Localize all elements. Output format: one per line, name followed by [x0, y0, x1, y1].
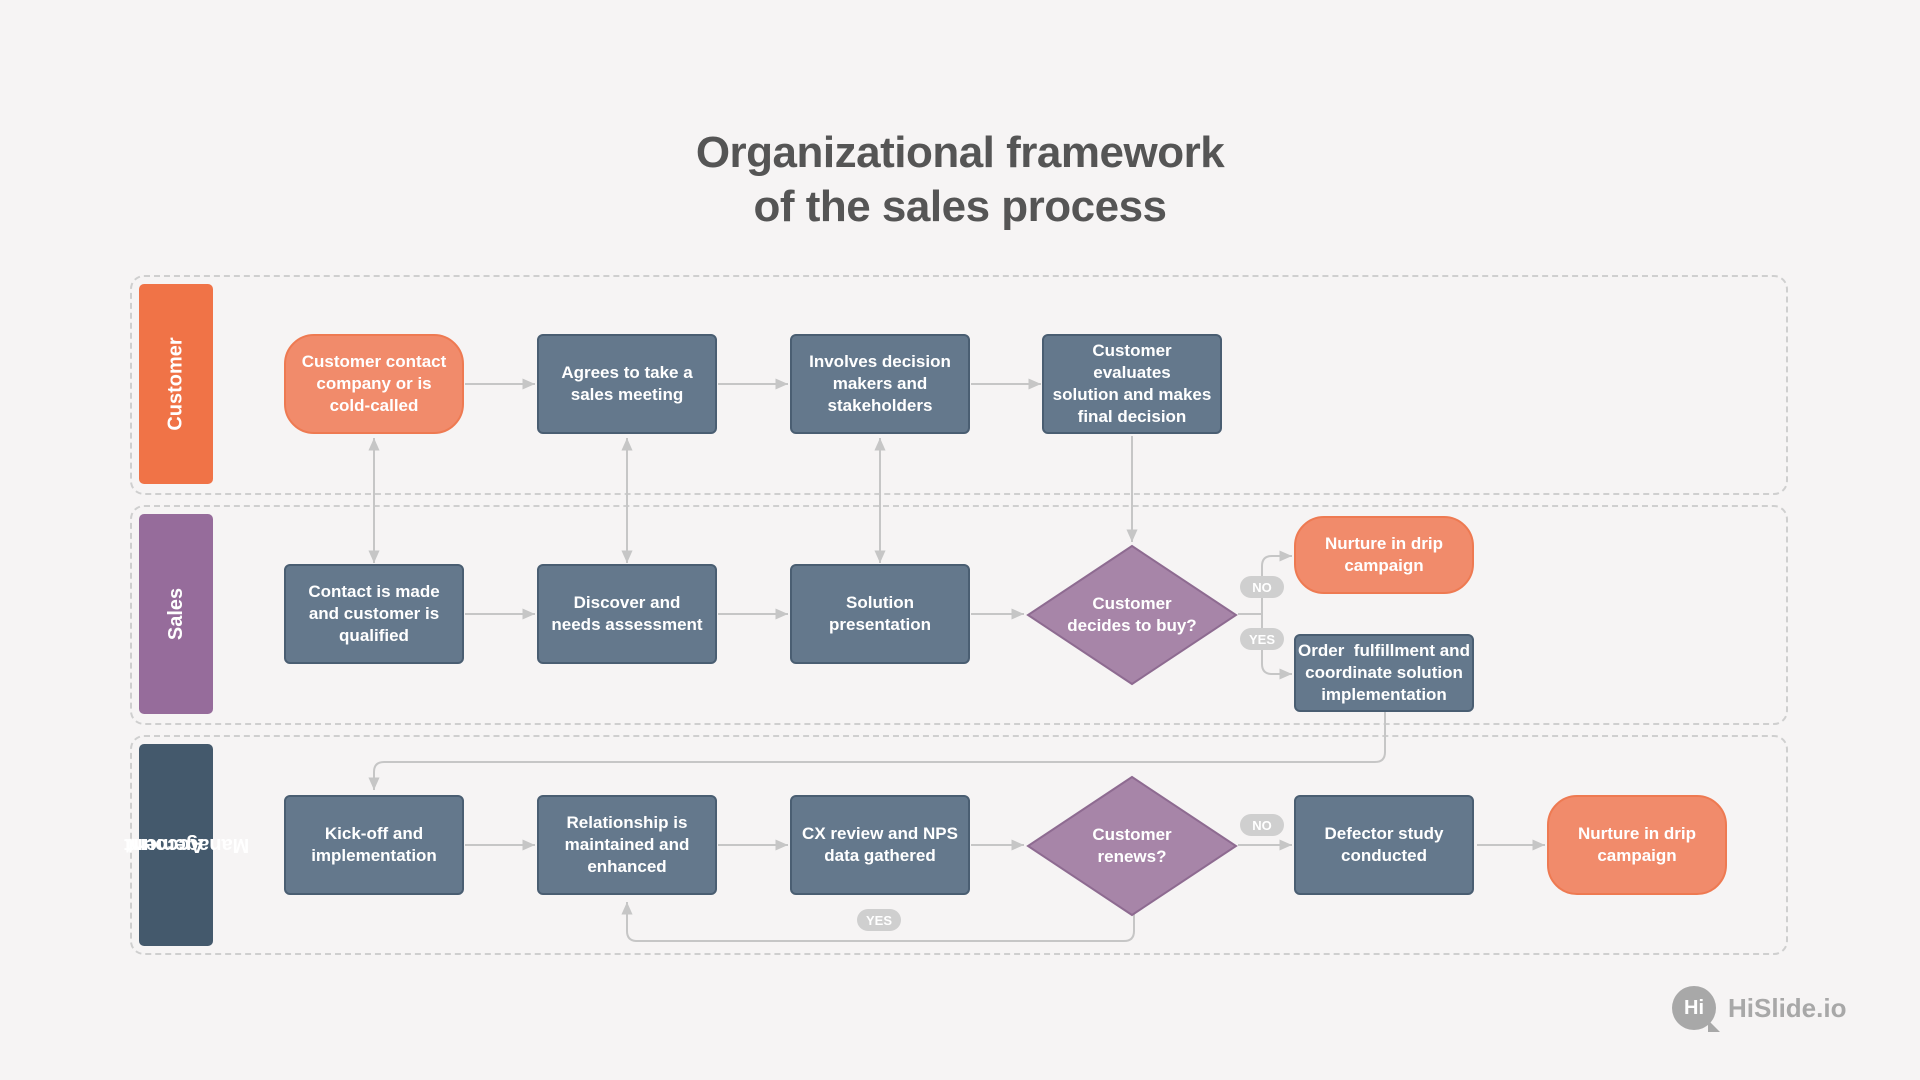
- discover-line-1: Discover and: [573, 593, 681, 612]
- customer-contact-line-2: company or is: [316, 374, 432, 393]
- customer-lane: [130, 275, 1788, 495]
- arrow-order-to-kickoff: [368, 712, 1386, 790]
- node-solution-presentation: Solution presentation: [790, 564, 970, 664]
- decides-to-buy-label: Customer decides to buy?: [1042, 565, 1222, 665]
- account-management-lane-label: Account Management: [124, 744, 249, 946]
- kickoff-line-1: Kick-off and: [324, 824, 424, 843]
- defector-study-line-2: conducted: [1341, 846, 1427, 865]
- title-line-2: of the sales process: [753, 182, 1167, 231]
- decides-to-buy-diamond: [1026, 544, 1238, 686]
- yes-renew-label: YES: [857, 909, 901, 931]
- relationship-line-1: Relationship is: [566, 813, 688, 832]
- no-renew-label: NO: [1240, 814, 1284, 836]
- order-fulfillment-line-1: Order fulfillment and: [1298, 641, 1470, 660]
- title-line-1: Organizational framework: [695, 128, 1225, 177]
- hislide-brand: Hi HiSlide.io: [1672, 986, 1847, 1032]
- arrow-decision-no: [1238, 550, 1292, 615]
- defector-study-line-1: Defector study: [1324, 824, 1444, 843]
- involves-decision-line-2: makers and: [832, 374, 928, 393]
- kickoff-line-2: implementation: [311, 846, 437, 865]
- order-fulfillment-line-3: implementation: [1321, 685, 1447, 704]
- node-discover: Discover and needs assessment: [537, 564, 717, 664]
- customer-renews-diamond: [1026, 775, 1238, 917]
- nurture-drip-1-line-2: campaign: [1344, 556, 1424, 575]
- node-customer-contact: Customer contact company or is cold-called: [284, 334, 464, 434]
- involves-decision-line-3: stakeholders: [827, 396, 933, 415]
- node-cx-review: CX review and NPS data gathered: [790, 795, 970, 895]
- node-nurture-drip-1: Nurture in drip campaign: [1294, 516, 1474, 594]
- node-defector-study: Defector study conducted: [1294, 795, 1474, 895]
- hislide-logo-icon: Hi: [1672, 986, 1720, 1032]
- relationship-line-3: enhanced: [587, 857, 667, 876]
- page-title: Organizational framework of the sales pr…: [0, 126, 1920, 234]
- decides-to-buy-line-2: decides to buy?: [1067, 616, 1197, 635]
- customer-renews-label: Customer renews?: [1042, 796, 1222, 896]
- node-customer-evaluates: Customer evaluates solution and makes fina…: [1042, 334, 1222, 434]
- contact-made-line-2: and customer is: [308, 604, 440, 623]
- involves-decision-line-1: Involves decision: [809, 352, 951, 371]
- node-agrees-meeting: Agrees to take a sales meeting: [537, 334, 717, 434]
- customer-renews-line-1: Customer: [1092, 825, 1172, 844]
- sales-lane-label: Sales: [139, 514, 213, 714]
- nurture-drip-1-line-1: Nurture in drip: [1324, 534, 1444, 553]
- relationship-line-2: maintained and: [564, 835, 690, 854]
- node-kickoff: Kick-off and implementation: [284, 795, 464, 895]
- node-nurture-drip-2: Nurture in drip campaign: [1547, 795, 1727, 895]
- customer-lane-label: Customer: [139, 284, 213, 484]
- customer-evaluates-line-2: solution and makes: [1052, 385, 1212, 404]
- contact-made-line-3: qualified: [339, 626, 409, 645]
- order-fulfillment-line-2: coordinate solution: [1305, 663, 1463, 682]
- sales-lane: [130, 505, 1788, 725]
- customer-evaluates-line-3: final decision: [1077, 407, 1187, 426]
- agrees-meeting-line-1: Agrees to take a: [561, 363, 693, 382]
- contact-made-line-1: Contact is made: [308, 582, 440, 601]
- cx-review-line-1: CX review and NPS: [802, 824, 958, 843]
- yes-buy-label: YES: [1240, 628, 1284, 650]
- decides-to-buy-line-1: Customer: [1092, 594, 1172, 613]
- solution-presentation-line-1: Solution: [846, 593, 914, 612]
- customer-contact-line-3: cold-called: [329, 396, 419, 415]
- account-management-lane: [130, 735, 1788, 955]
- hislide-brand-name: HiSlide.io: [1728, 992, 1847, 1023]
- node-order-fulfillment: Order fulfillment and coordinate solution…: [1294, 634, 1474, 712]
- nurture-drip-2-line-2: campaign: [1597, 846, 1677, 865]
- customer-contact-line-1: Customer contact: [301, 352, 447, 371]
- no-buy-label: NO: [1240, 576, 1284, 598]
- nurture-drip-2-line-1: Nurture in drip: [1577, 824, 1697, 843]
- node-relationship: Relationship is maintained and enhanced: [537, 795, 717, 895]
- solution-presentation-line-2: presentation: [828, 615, 932, 634]
- cx-review-line-2: data gathered: [824, 846, 936, 865]
- discover-line-2: needs assessment: [551, 615, 703, 634]
- customer-evaluates-line-1: Customer evaluates: [1092, 341, 1172, 382]
- arrow-renews-yes-loop: [621, 902, 1135, 942]
- arrow-decision-yes: [1261, 614, 1292, 680]
- node-involves-decision: Involves decision makers and stakeholders: [790, 334, 970, 434]
- customer-renews-line-2: renews?: [1097, 847, 1167, 866]
- agrees-meeting-line-2: sales meeting: [570, 385, 684, 404]
- node-contact-made: Contact is made and customer is qualified: [284, 564, 464, 664]
